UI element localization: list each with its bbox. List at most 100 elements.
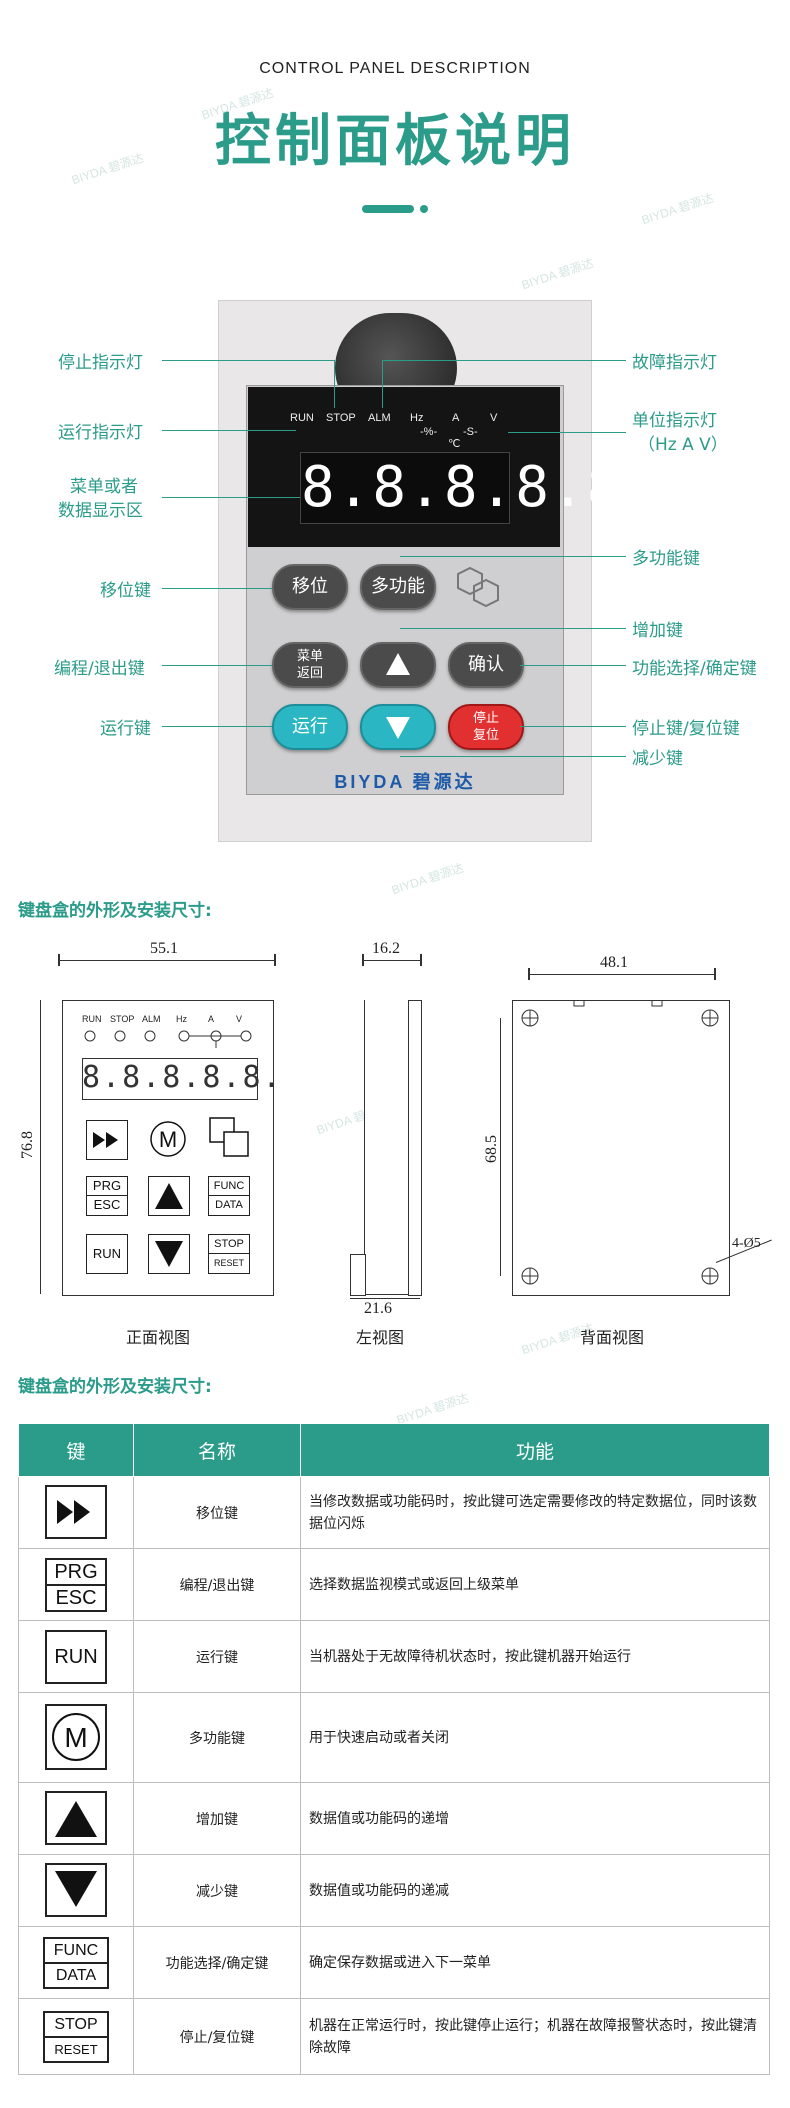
prg-label: PRG <box>54 1560 98 1583</box>
table-cell-name: 移位键 <box>133 1476 301 1549</box>
unit-percent-mark: -%- <box>420 426 438 438</box>
table-cell-key: M <box>18 1692 134 1783</box>
front-led-alm: ALM <box>142 1014 161 1024</box>
front-down-key <box>148 1234 190 1274</box>
front-display-window <box>82 1058 258 1100</box>
front-prg-esc-key: PRG ESC <box>86 1176 128 1216</box>
callout-fault-light: 故障指示灯 <box>632 353 717 373</box>
stop-reset-key[interactable]: 停止 复位 <box>448 704 524 750</box>
side-view-face <box>408 1000 422 1296</box>
stop-label: STOP <box>54 2015 98 2033</box>
up-key[interactable] <box>360 642 436 688</box>
table-cell-key <box>18 1854 134 1927</box>
fast-forward-icon <box>93 1132 118 1148</box>
table-cell-key: RUN <box>18 1620 134 1693</box>
callout-unit-light: 单位指示灯 <box>632 411 717 431</box>
dim-tick <box>528 968 530 980</box>
shift-key[interactable]: 移位 <box>272 564 348 610</box>
dim-tick <box>714 968 716 980</box>
leader-line <box>520 726 626 727</box>
callout-display-1: 菜单或者 <box>70 477 138 497</box>
front-led-v: V <box>236 1014 243 1024</box>
triangle-down-icon <box>155 1241 183 1267</box>
callout-unit-light-sub: （Hz A V） <box>638 435 728 455</box>
leader-line <box>162 588 272 589</box>
leader-line <box>400 556 626 557</box>
func-data-icon: FUNC DATA <box>43 1936 109 1989</box>
triangle-down-icon <box>45 1862 107 1917</box>
table-row: STOP RESET 停止/复位键 机器在正常运行时，按此键停止运行；机器在故障… <box>18 1998 770 2075</box>
table-cell-name: 增加键 <box>133 1782 301 1855</box>
multi-function-key[interactable]: 多功能 <box>360 564 436 610</box>
dim-tick <box>58 954 60 966</box>
callout-shift-key: 移位键 <box>100 581 151 601</box>
front-led-hz: Hz <box>176 1014 187 1024</box>
caption-back-view: 背面视图 <box>580 1328 645 1347</box>
leader-line <box>400 756 626 757</box>
table-row: 移位键 当修改数据或功能码时，按此键可选定需要修改的特定数据位，同时该数据位闪烁 <box>18 1476 770 1549</box>
brand-logo: BIYDA 碧源达 <box>334 772 476 792</box>
section-heading-dimensions: 键盘盒的外形及安装尺寸: <box>18 901 212 921</box>
run-key[interactable]: 运行 <box>272 704 348 750</box>
triangle-up-icon <box>386 653 410 675</box>
back-height-dim: 68.5 <box>483 1135 500 1163</box>
front-display-digits: 8.8.8.8.8. <box>82 1060 283 1095</box>
front-data-label: DATA <box>209 1195 249 1214</box>
dim-line <box>530 974 714 975</box>
leader-line <box>382 360 383 408</box>
title-divider-dot <box>420 205 428 213</box>
table-cell-function: 选择数据监视模式或返回上级菜单 <box>300 1548 770 1621</box>
table-cell-name: 编程/退出键 <box>133 1548 301 1621</box>
table-header-key: 键 <box>18 1423 134 1477</box>
dim-tick <box>274 954 276 966</box>
led-v-label: V <box>490 412 498 424</box>
triangle-down-icon <box>386 717 410 739</box>
leader-line <box>334 360 335 408</box>
table-cell-key <box>18 1476 134 1549</box>
svg-text:M: M <box>159 1127 177 1152</box>
down-key[interactable] <box>360 704 436 750</box>
front-prg-label: PRG <box>92 1178 122 1193</box>
side-top-dim: 16.2 <box>372 940 400 957</box>
key-function-table: 键 名称 功能 移位键 当修改数据或功能码时，按此键可选定需要修改的特定数据位，… <box>18 1423 770 2075</box>
callout-prg-key: 编程/退出键 <box>54 659 145 679</box>
side-bottom-dim: 21.6 <box>364 1300 392 1317</box>
prg-esc-icon: PRG ESC <box>45 1557 107 1612</box>
side-view-connector <box>350 1254 366 1296</box>
title-divider <box>362 205 414 213</box>
front-height-dim: 76.8 <box>19 1131 36 1159</box>
return-label: 返回 <box>296 666 323 681</box>
front-stop-label: STOP <box>214 1238 244 1250</box>
m-circle-icon: M <box>150 1121 186 1157</box>
table-cell-function: 当机器处于无故障待机状态时，按此键机器开始运行 <box>300 1620 770 1693</box>
table-cell-key: FUNC DATA <box>18 1926 134 1999</box>
callout-run-key: 运行键 <box>100 719 151 739</box>
dim-tick <box>420 954 422 966</box>
section-heading-table: 键盘盒的外形及安装尺寸: <box>18 1377 212 1397</box>
table-row: 增加键 数据值或功能码的递增 <box>18 1782 770 1855</box>
m-label: M <box>64 1722 87 1753</box>
front-led-indicators-icon <box>84 1030 252 1048</box>
front-led-stop: STOP <box>110 1014 135 1024</box>
table-cell-key: STOP RESET <box>18 1998 134 2075</box>
callout-run-light: 运行指示灯 <box>58 423 143 443</box>
data-label: DATA <box>45 1961 107 1987</box>
callout-up-key: 增加键 <box>632 621 683 641</box>
watermark: BIYDA 碧源达 <box>519 255 596 293</box>
callout-stop-key: 停止键/复位键 <box>632 719 740 739</box>
table-cell-name: 停止/复位键 <box>133 1998 301 2075</box>
fast-forward-icon <box>45 1484 107 1539</box>
confirm-key[interactable]: 确认 <box>448 642 524 688</box>
mounting-holes-icon <box>521 1000 719 1285</box>
hole-dim: 4-Ø5 <box>732 1236 761 1251</box>
front-width-dim: 55.1 <box>150 940 178 957</box>
reset-label: 复位 <box>472 728 499 743</box>
menu-return-key[interactable]: 菜单 返回 <box>272 642 348 688</box>
unit-celsius-mark: ℃ <box>448 438 461 450</box>
menu-label: 菜单 <box>296 649 323 664</box>
dim-line <box>40 1000 41 1294</box>
leader-line <box>162 430 296 431</box>
leader-line <box>162 726 272 727</box>
table-row: 减少键 数据值或功能码的递减 <box>18 1854 770 1927</box>
m-circle-icon: M <box>45 1703 107 1770</box>
